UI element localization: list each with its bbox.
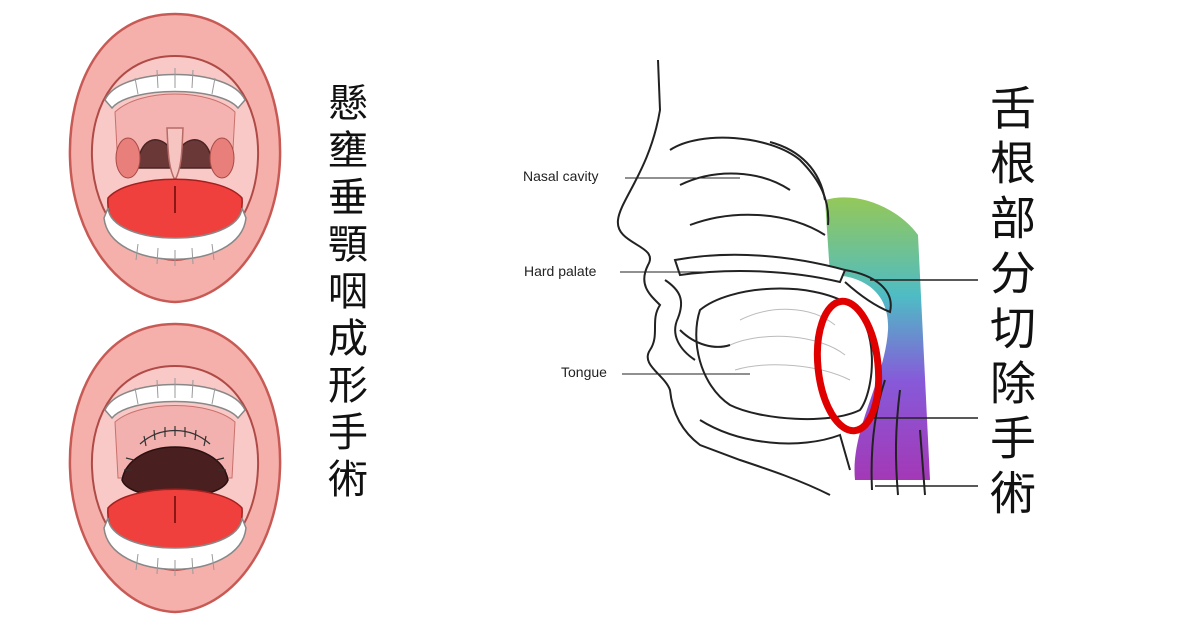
right-tonsil bbox=[209, 137, 235, 179]
upper-teeth bbox=[104, 73, 246, 110]
label-hard-palate: Hard palate bbox=[524, 263, 597, 279]
tongue-base-highlight-ring bbox=[813, 297, 883, 435]
sagittal-head-section-icon bbox=[616, 59, 978, 496]
face-profile bbox=[616, 59, 831, 496]
mouth-after-illustration bbox=[68, 322, 282, 614]
tongue-shape bbox=[695, 287, 873, 421]
lower-teeth-lines bbox=[135, 243, 215, 266]
open-mouth-with-uvula-icon bbox=[68, 12, 282, 304]
lower-teeth bbox=[103, 207, 247, 260]
label-nasal-cavity: Nasal cavity bbox=[523, 168, 599, 184]
suture-marks bbox=[124, 426, 226, 471]
head-section-illustration bbox=[616, 59, 978, 496]
hard-palate-shape bbox=[673, 253, 847, 284]
airway-region bbox=[825, 197, 930, 481]
uppp-caption: 懸壅垂顎咽成形手術 bbox=[321, 82, 367, 505]
tongue-base-resection-caption: 舌根部分切除手術 bbox=[983, 84, 1037, 524]
left-tonsil bbox=[115, 137, 141, 179]
mouth-before-illustration bbox=[68, 12, 282, 304]
open-mouth-post-surgery-icon bbox=[68, 322, 282, 614]
upper-teeth-lines bbox=[134, 68, 216, 95]
label-tongue: Tongue bbox=[561, 364, 607, 380]
